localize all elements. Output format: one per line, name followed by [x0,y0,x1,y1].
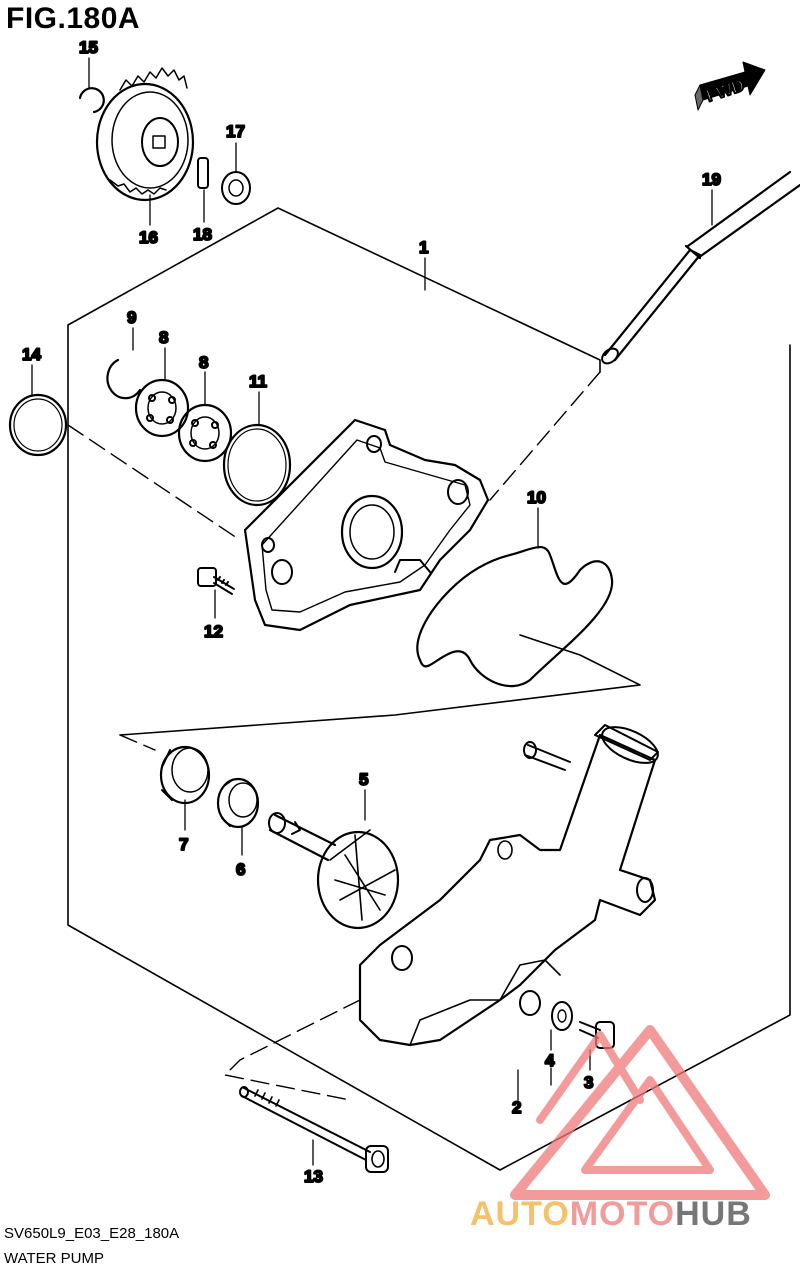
callout-15: 15 [79,38,98,57]
washer-17 [221,171,251,205]
pump-drive-gear-16 [95,67,195,202]
gasket-10 [416,545,614,688]
bearing-8a [134,378,190,438]
watermark-text: AUTOMOTOHUB [470,1195,752,1234]
callout-2: 2 [512,1098,521,1117]
fwd-label: FWD [704,76,747,106]
watermark-moto: MOTO [569,1195,676,1233]
hose-19 [601,170,800,365]
callout-8a: 8 [159,328,168,347]
callout-18: 18 [193,225,212,244]
pump-body-2 [358,724,659,1047]
callout-3: 3 [584,1073,593,1092]
bearing-8b [177,403,233,463]
assembly-outline [67,207,791,1171]
callout-19: 19 [702,170,721,189]
diagram-name: WATER PUMP [4,1250,104,1267]
o-ring-14 [8,393,68,457]
fwd-arrow-icon [694,61,766,111]
callout-16: 16 [139,228,158,247]
callout-10: 10 [527,488,546,507]
callout-9: 9 [127,308,136,327]
pump-cover-plate [243,418,490,632]
callout-1: 1 [419,238,428,257]
o-ring-11 [222,423,292,507]
assembly-dashes-lower [119,734,361,1101]
callout-6: 6 [236,860,245,879]
callout-4: 4 [545,1051,555,1070]
callout-13: 13 [304,1167,323,1186]
figure-title: FIG.180A [6,2,141,35]
washer-4 [551,1001,573,1031]
diagram-code: SV650L9_E03_E28_180A [4,1225,180,1242]
mechanical-seal-6 [216,777,260,829]
watermark-logo-icon [510,1025,770,1200]
callout-5: 5 [359,770,368,789]
assembly-boundary [119,634,641,736]
watermark-hub: HUB [675,1195,752,1233]
bolt-12 [197,567,235,595]
leader-lines [31,57,713,1166]
watermark-auto: AUTO [470,1195,570,1233]
assembly-dashes-upper [67,371,601,541]
impeller-shaft-5 [268,812,400,930]
callout-8b: 8 [199,353,208,372]
bolt-13 [239,1086,389,1173]
callout-7: 7 [179,835,188,854]
callout-17: 17 [226,122,245,141]
callout-11: 11 [249,372,267,391]
pin-18 [197,157,209,189]
circlip-9 [106,358,142,400]
oil-seal-7 [159,745,211,805]
callout-12: 12 [204,622,223,641]
circlip-15 [78,87,105,114]
callout-14: 14 [22,345,41,364]
